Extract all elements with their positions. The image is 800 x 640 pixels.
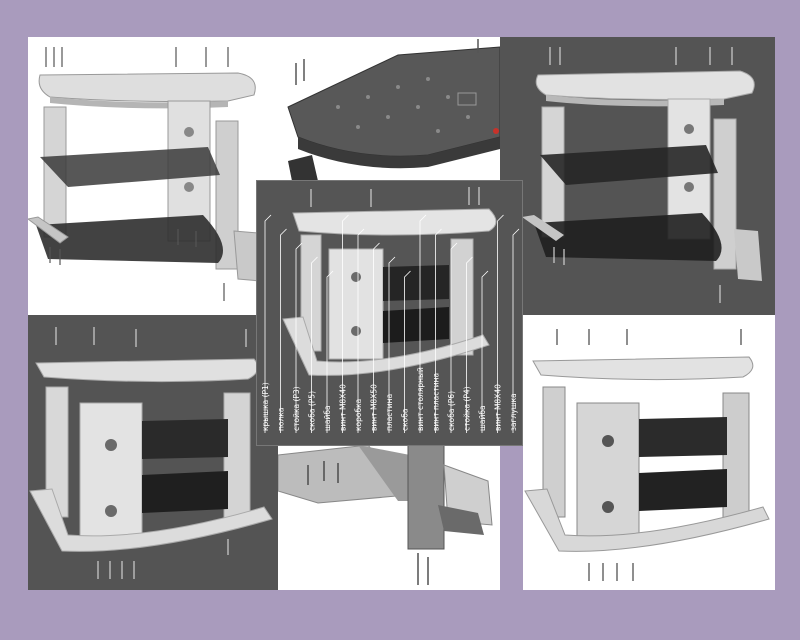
callout-leader-line [264,214,272,433]
glass-shelf-lower [142,471,228,513]
glass-shelf-lower [534,213,722,261]
callout-label: стойка (P4) [463,386,472,431]
callout-label: заглушка [509,393,518,431]
callout-label: винт М8Х50 [370,384,379,431]
base-feet [28,216,69,244]
pillar-right [215,120,239,270]
callout-label: скоба (P6) [447,391,456,431]
callout-leader-line [388,256,396,433]
callout-leader-line [373,242,380,433]
callout-leader-line [404,270,411,433]
callout-label: скоба [401,409,410,431]
callout-label: винт М8Х40 [339,384,348,431]
callout-label: винт М8Х40 [494,384,503,431]
callout-label: скоба (P5) [308,391,317,431]
callout-leader-line [342,214,349,433]
callout-label: винт столярный [416,367,425,431]
callout-leader-line [419,214,427,433]
top-panel-underside [287,46,500,157]
glass-shelf-upper [639,417,727,457]
callout-leader-line [295,242,303,433]
glass-shelf-upper [142,419,228,459]
top-panel [38,72,256,102]
pillar-right [713,118,737,270]
panel-bottom-right-exploded-view [523,315,775,590]
callout-leader-line [435,228,442,433]
red-marker [493,128,499,134]
glass-shelf-upper [383,265,449,301]
callout-leader-line [311,256,318,433]
callout-label: шайба [478,405,487,431]
callout-leader-line [481,270,489,433]
glass-shelf-lower [36,215,223,263]
pillar-center [576,402,640,542]
callout-label: коробка [354,399,363,431]
callout-label: крышка (P1) [261,382,270,431]
pillar-right [722,392,750,522]
panel-bottom-left-exploded-view [28,315,278,590]
pillar-center [79,402,143,544]
pillar-center [328,248,384,360]
panel-top-left-exploded-view [28,37,278,315]
base-frame [282,316,490,376]
callout-leader-line [450,242,458,433]
callout-leader-line [466,256,473,433]
pillar-detail [407,445,445,550]
callout-label: полка [277,408,286,431]
base-frame [29,488,273,552]
glass-shelf-upper [40,147,220,187]
callout-label: шайба [323,405,332,431]
glass-shelf-lower [639,469,727,511]
pillar-right [223,392,251,524]
pillar-right [450,238,474,356]
panel-top-right-exploded-view [500,37,775,315]
screw-set-top [45,47,229,67]
callout-label: пластина [385,394,394,431]
top-panel [532,356,754,381]
glass-shelf-upper [540,145,718,185]
callout-leader-line [512,228,520,433]
callout-leader-line [326,270,334,433]
callout-leader-line [280,228,287,433]
panel-top-middle-underside-view [278,37,500,181]
panel-center-labeled-exploded-view: крышка (P1) полка стойка (P3) скоба (P5) шай… [257,181,522,445]
base-frame [524,488,770,552]
callout-leader-line [357,228,365,433]
top-panel [535,70,755,100]
panel-bottom-middle-detail-view [278,445,500,590]
top-panel [292,208,497,236]
callout-leader-line [497,214,504,433]
callout-label: стойка (P3) [292,386,301,431]
top-panel [35,358,259,383]
callout-label: винт пластина [432,373,441,431]
glass-shelf-lower [383,307,449,343]
